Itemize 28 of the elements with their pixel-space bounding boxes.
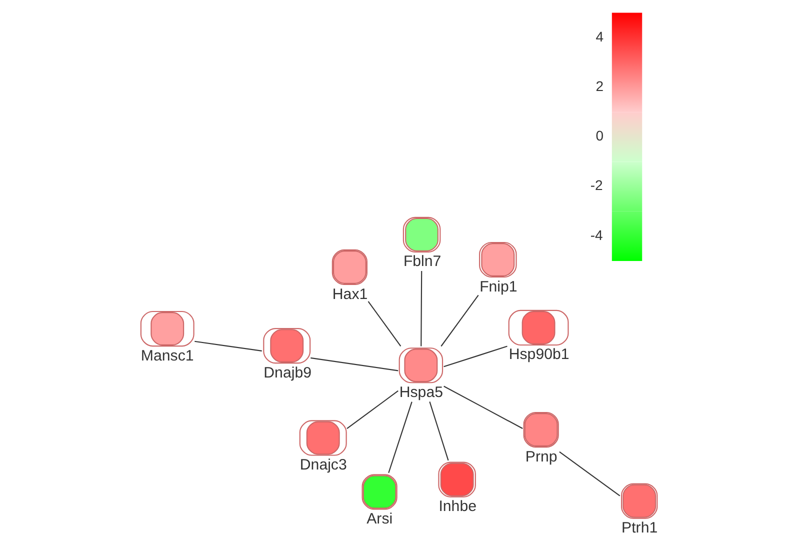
connector <box>443 386 522 429</box>
connector <box>310 357 398 372</box>
connector <box>420 270 422 346</box>
label: 2 <box>595 78 604 94</box>
node-label: Fnip1 <box>479 278 517 296</box>
label: 4 <box>595 28 604 44</box>
connector <box>443 346 507 368</box>
connector <box>367 301 401 346</box>
node-label: Fbln7 <box>402 253 441 270</box>
connector <box>194 340 262 352</box>
connector <box>428 402 448 461</box>
node-label: Hsp90b1 <box>508 346 569 364</box>
node-label: Dnajb9 <box>263 364 312 382</box>
node-label: Ptrh1 <box>621 520 658 537</box>
node-label: Hax1 <box>332 286 368 303</box>
node-label: Arsi <box>366 510 392 528</box>
node-label: Prnp <box>524 448 557 466</box>
node-label: Mansc1 <box>140 347 194 364</box>
connector <box>346 390 398 430</box>
connector <box>388 402 412 474</box>
label: 0 <box>595 128 604 144</box>
node-label: Inhbe <box>438 498 476 516</box>
label: -4 <box>590 226 602 243</box>
node-label: Hspa5 <box>398 384 442 401</box>
connector <box>558 451 620 496</box>
node-label: Dnajc3 <box>299 456 346 474</box>
label: -2 <box>590 177 602 194</box>
connector <box>440 294 478 347</box>
